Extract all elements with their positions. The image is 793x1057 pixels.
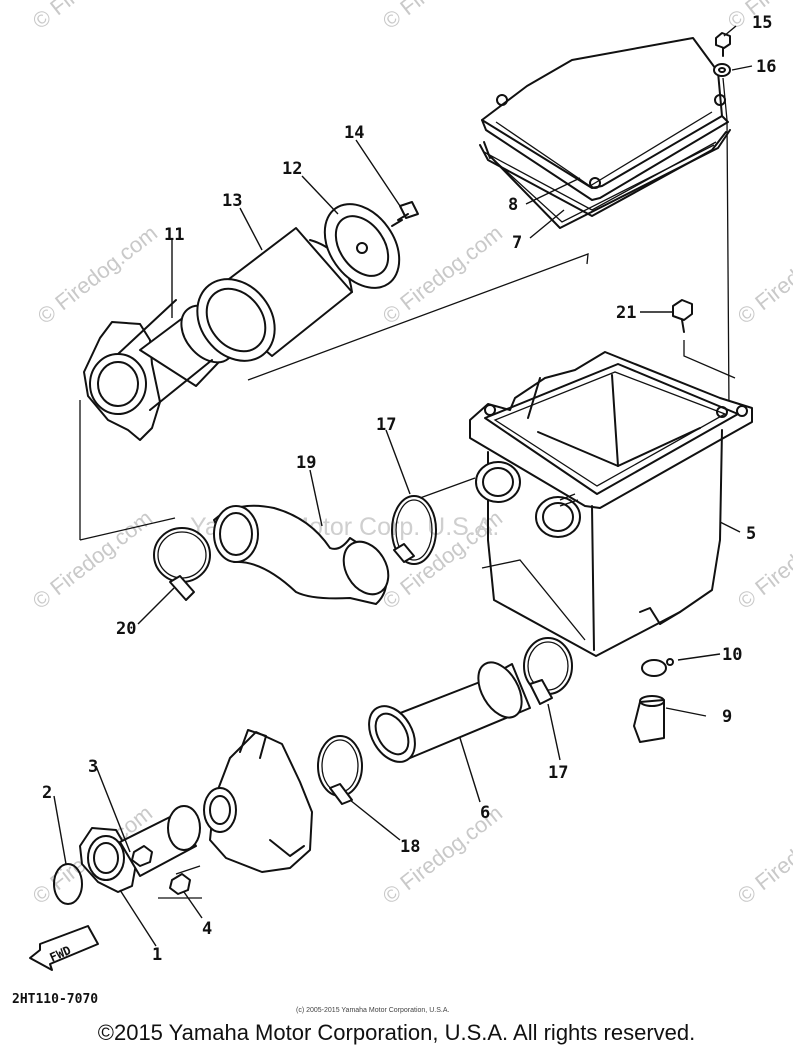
assembly-line (722, 77, 730, 411)
intake-hose-part-19 (213, 504, 390, 605)
label-part-12: 12 (282, 159, 302, 179)
label-part-17-lower: 17 (548, 763, 568, 783)
label-part-4: 4 (202, 919, 212, 939)
clamp-part-20 (153, 527, 211, 601)
label-part-20: 20 (116, 619, 136, 639)
bolt-part-3 (131, 845, 153, 867)
label-part-13: 13 (222, 191, 242, 211)
clamp-part-18 (317, 735, 363, 805)
oring-part-2 (53, 863, 83, 905)
watermark-text: © Firedog.com (33, 220, 162, 329)
duct-part-6 (368, 661, 531, 763)
label-part-6: 6 (480, 803, 490, 823)
filter-element-part-13 (196, 227, 353, 362)
label-part-8: 8 (508, 195, 518, 215)
label-part-1: 1 (152, 945, 162, 965)
footer-copyright: ©2015 Yamaha Motor Corporation, U.S.A. A… (97, 1020, 696, 1045)
label-part-11: 11 (164, 225, 184, 245)
label-part-2: 2 (42, 783, 52, 803)
bolt-part-21 (672, 299, 736, 379)
label-part-15: 15 (752, 13, 772, 33)
label-part-16: 16 (756, 57, 776, 77)
part-labels: 15 16 14 12 13 11 8 7 21 5 17 19 20 10 9… (42, 13, 776, 965)
label-part-14: 14 (344, 123, 364, 143)
watermark-text: © Firedog.com (28, 0, 157, 34)
watermark-text: © Firedog.com (733, 505, 793, 614)
wing-bolt-part-14 (391, 201, 419, 227)
label-part-18: 18 (400, 837, 420, 857)
watermark-text: © Firedog.com (733, 800, 793, 909)
watermark-text: © Firedog.com (378, 0, 507, 34)
airbox-seal-part-7 (479, 131, 727, 217)
label-part-3: 3 (88, 757, 98, 777)
drawing-code: 2HT110-7070 (12, 992, 98, 1007)
clamp-part-17-upper (391, 495, 437, 565)
label-part-9: 9 (722, 707, 732, 727)
label-part-21: 21 (616, 303, 636, 323)
image-copyright: (c) 2005-2015 Yamaha Motor Corporation, … (296, 1007, 449, 1014)
label-part-17-upper: 17 (376, 415, 396, 435)
label-part-7: 7 (512, 233, 522, 253)
washer-part-16 (713, 63, 731, 77)
label-part-19: 19 (296, 453, 316, 473)
assembly-lines (79, 253, 589, 899)
clamp-part-17-lower (523, 637, 573, 705)
leader-lines (53, 25, 753, 947)
airbox-cover-part-8 (481, 37, 731, 229)
carburetor (203, 729, 313, 873)
drain-cap-part-9 (633, 695, 665, 743)
label-part-5: 5 (746, 524, 756, 544)
forward-arrow: FWD (29, 925, 99, 971)
nut-part-4 (169, 873, 191, 895)
airbox-part-5 (469, 351, 753, 657)
watermark-text: © Firedog.com (28, 505, 157, 614)
filter-cap-part-12 (323, 203, 401, 289)
clip-part-10 (641, 658, 674, 677)
filter-joint-part-11 (83, 299, 241, 441)
label-part-10: 10 (722, 645, 742, 665)
watermark-text: © Firedog.com (733, 220, 793, 329)
bolt-part-15 (715, 32, 731, 57)
